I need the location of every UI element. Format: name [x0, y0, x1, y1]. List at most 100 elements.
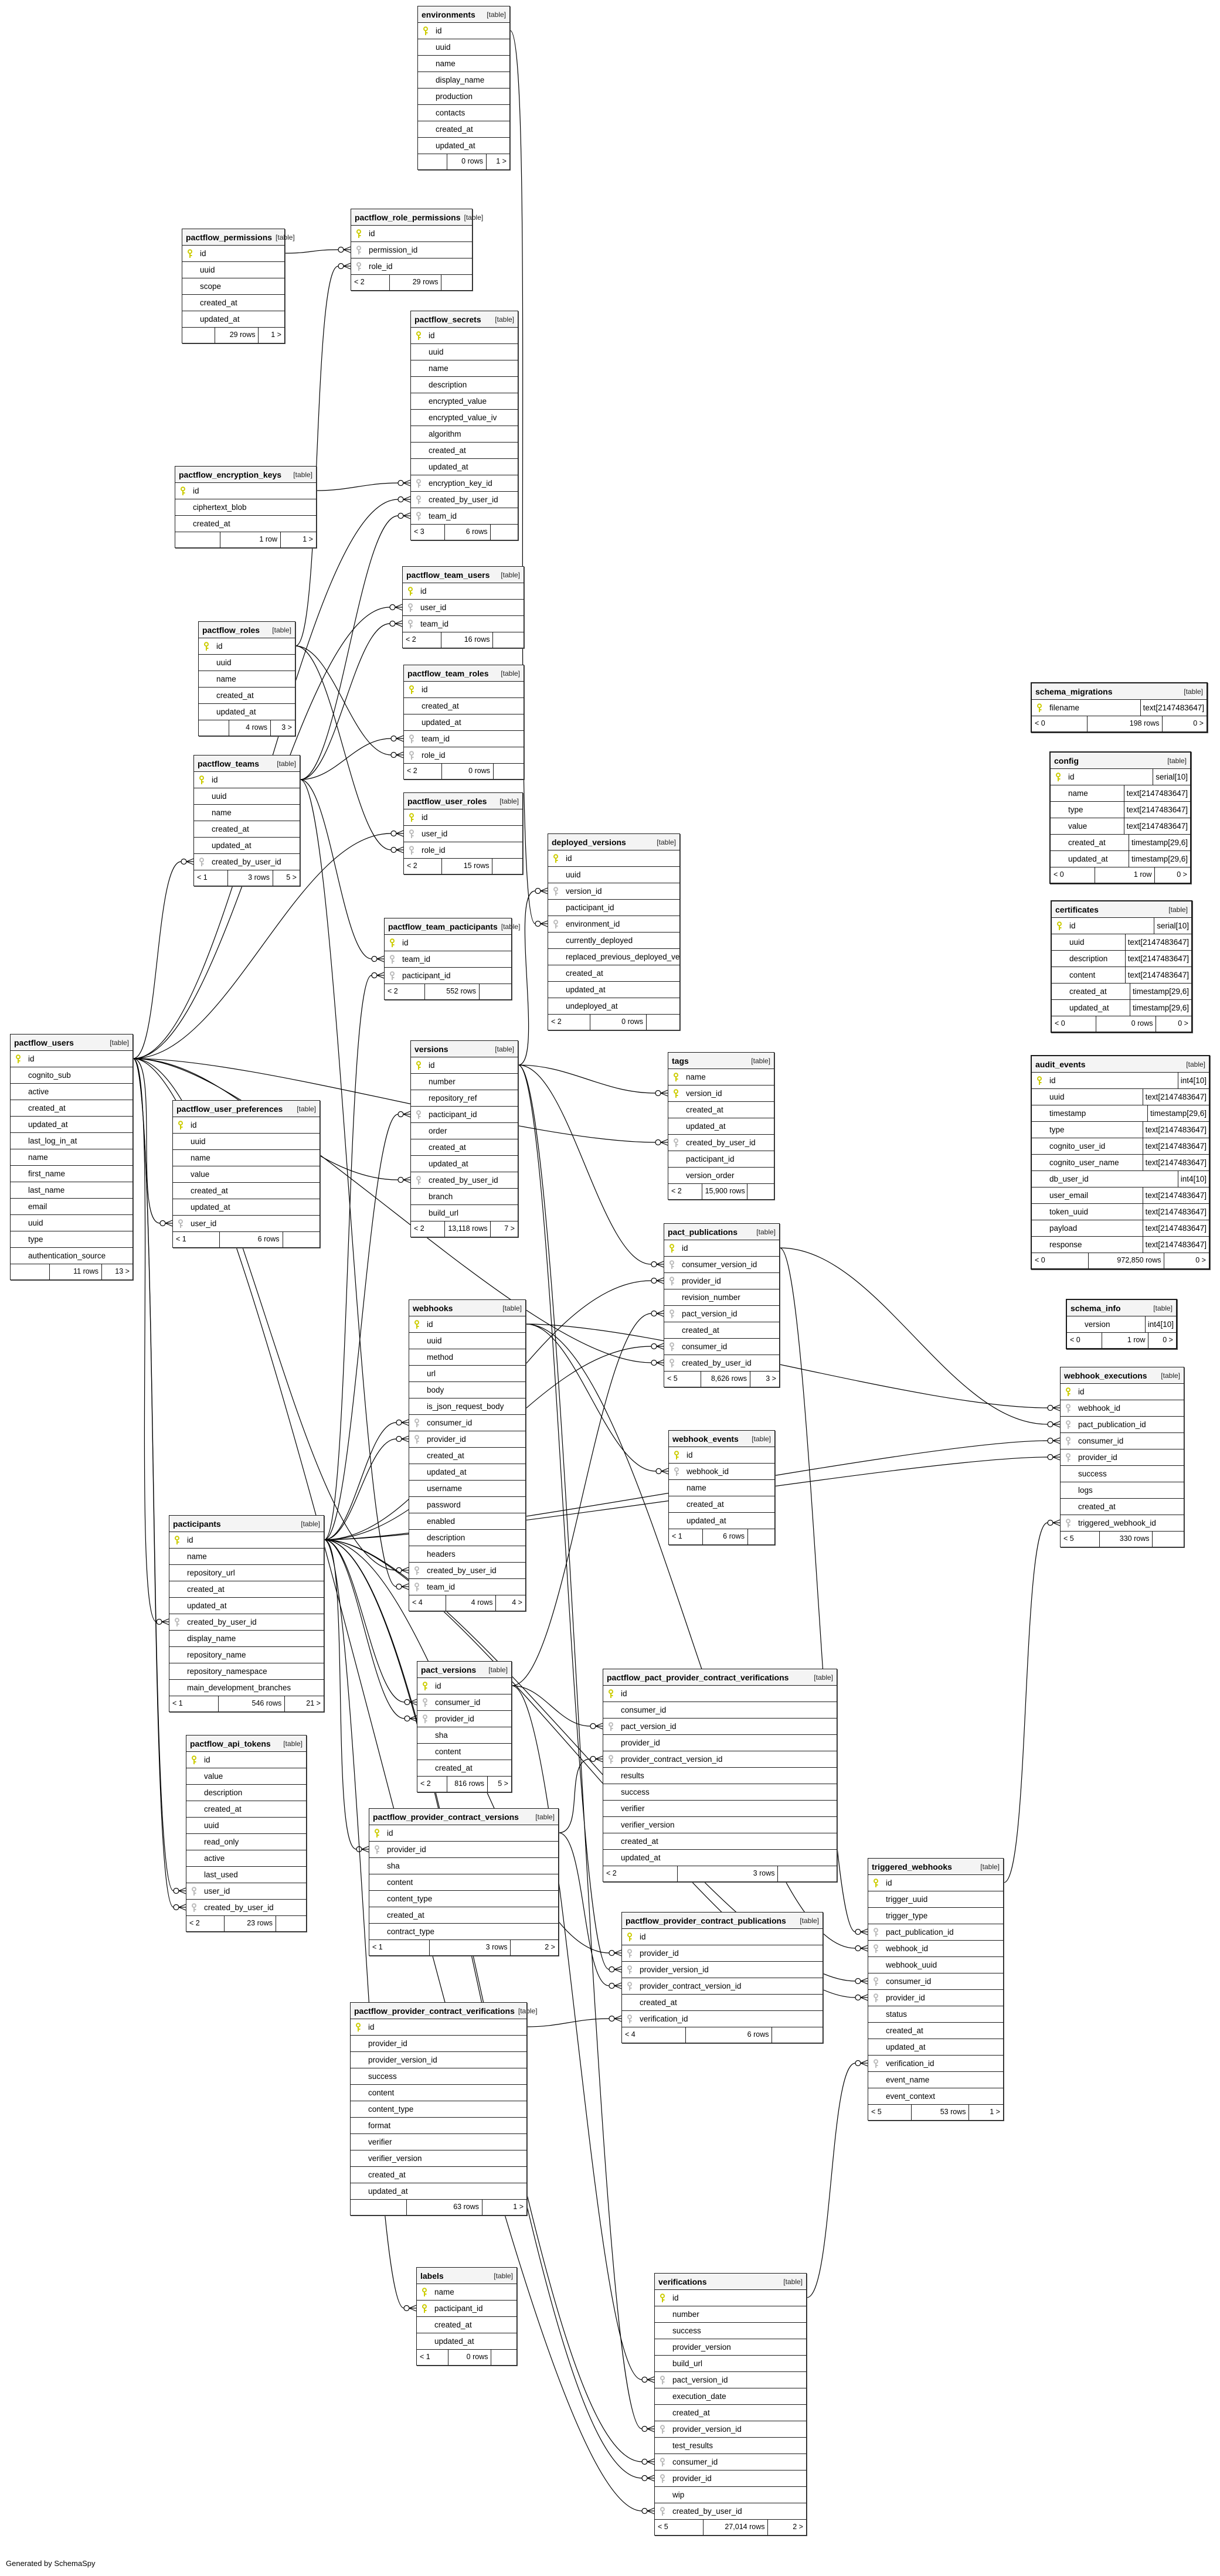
table-header[interactable]: pact_publications[table]	[664, 1224, 779, 1240]
table-pactflow_provider_contract_verifications[interactable]: pactflow_provider_contract_verifications…	[350, 2002, 538, 2216]
table-header[interactable]: pactflow_user_roles[table]	[404, 793, 522, 809]
table-header[interactable]: environments[table]	[418, 6, 509, 23]
column-name: repository_url	[187, 1568, 235, 1577]
table-header[interactable]: versions[table]	[411, 1041, 518, 1057]
table-header[interactable]: verifications[table]	[655, 2274, 806, 2290]
table-header[interactable]: pactflow_pact_provider_contract_verifica…	[603, 1669, 837, 1686]
child-count	[492, 859, 522, 874]
table-header[interactable]: schema_info[table]	[1067, 1300, 1176, 1316]
table-header[interactable]: webhooks[table]	[409, 1300, 525, 1316]
table-header[interactable]: deployed_versions[table]	[548, 834, 679, 850]
table-header[interactable]: tags[table]	[668, 1053, 774, 1069]
column-row-team_id: team_id	[404, 731, 524, 747]
table-header[interactable]: pactflow_permissions[table]	[182, 229, 295, 246]
table-header[interactable]: pactflow_team_users[table]	[403, 567, 524, 583]
column-name: authentication_source	[28, 1251, 106, 1260]
column-name: webhook_uuid	[886, 1961, 937, 1969]
table-pactflow_pact_provider_contract_verifications[interactable]: pactflow_pact_provider_contract_verifica…	[603, 1669, 837, 1882]
table-header[interactable]: config[table]	[1051, 753, 1190, 769]
table-pactflow_provider_contract_versions[interactable]: pactflow_provider_contract_versions[tabl…	[369, 1808, 559, 1956]
foreign-key-icon	[874, 1928, 878, 1937]
table-header[interactable]: pactflow_api_tokens[table]	[186, 1736, 306, 1752]
table-header[interactable]: pactflow_provider_contract_verifications…	[351, 2003, 538, 2019]
column-name: created_at	[434, 2320, 472, 2329]
column-row-order: order	[411, 1123, 518, 1139]
table-header[interactable]: pactflow_roles[table]	[199, 622, 295, 638]
column-name: name	[686, 1073, 706, 1081]
table-header[interactable]: audit_events[table]	[1032, 1056, 1209, 1073]
column-name: id	[427, 1320, 433, 1329]
table-header[interactable]: pactflow_user_preferences[table]	[173, 1101, 320, 1117]
column-name: created_by_user_id	[672, 2507, 742, 2516]
table-header[interactable]: schema_migrations[table]	[1032, 683, 1207, 700]
table-header[interactable]: webhook_executions[table]	[1061, 1367, 1184, 1384]
table-header[interactable]: pactflow_teams[table]	[194, 756, 300, 772]
table-header[interactable]: pactflow_provider_contract_publications[…	[622, 1913, 823, 1929]
column-name: version_order	[686, 1171, 735, 1180]
column-row-is_json_request_body: is_json_request_body	[409, 1398, 525, 1415]
table-header[interactable]: webhook_events[table]	[669, 1431, 774, 1447]
fk-count: < 2	[548, 1015, 590, 1030]
column-name: encrypted_value_iv	[429, 413, 497, 422]
table-header[interactable]: pactflow_secrets[table]	[411, 311, 518, 328]
crow-foot-marker	[590, 1755, 603, 1762]
table-header[interactable]: pactflow_encryption_keys[table]	[175, 467, 316, 483]
column-name: pacticipant_id	[429, 1110, 477, 1119]
column-row-created_at: created_at	[199, 688, 295, 704]
fk-edge-pactflow_team_roles.team_id	[300, 738, 392, 780]
table-header[interactable]: pactflow_team_roles[table]	[404, 665, 524, 682]
table-header[interactable]: pacticipants[table]	[169, 1516, 324, 1532]
table-header[interactable]: certificates[table]	[1052, 901, 1191, 918]
table-header[interactable]: labels[table]	[417, 2268, 516, 2284]
row-count: 198 rows	[1088, 716, 1163, 731]
fk-edge-pactflow_provider_contract_versions.provider_id	[324, 1539, 357, 1850]
table-header[interactable]: pactflow_provider_contract_versions[tabl…	[369, 1809, 558, 1825]
table-pactflow_provider_contract_publications[interactable]: pactflow_provider_contract_publications[…	[621, 1912, 823, 2043]
table-header[interactable]: pactflow_role_permissions[table]	[351, 209, 483, 226]
column-name: updated_at	[187, 1601, 227, 1610]
table-header[interactable]: pact_versions[table]	[417, 1662, 511, 1678]
table-tag: [table]	[756, 1228, 776, 1236]
column-name: provider_id	[435, 1714, 474, 1723]
table-header[interactable]: triggered_webhooks[table]	[868, 1859, 1003, 1875]
crow-foot-marker	[651, 1343, 664, 1350]
table-header[interactable]: pactflow_users[table]	[11, 1035, 132, 1051]
table-tag: [table]	[1161, 1372, 1180, 1380]
table-header[interactable]: pactflow_team_pacticipants[table]	[385, 918, 520, 935]
column-row-success: success	[655, 2323, 806, 2339]
